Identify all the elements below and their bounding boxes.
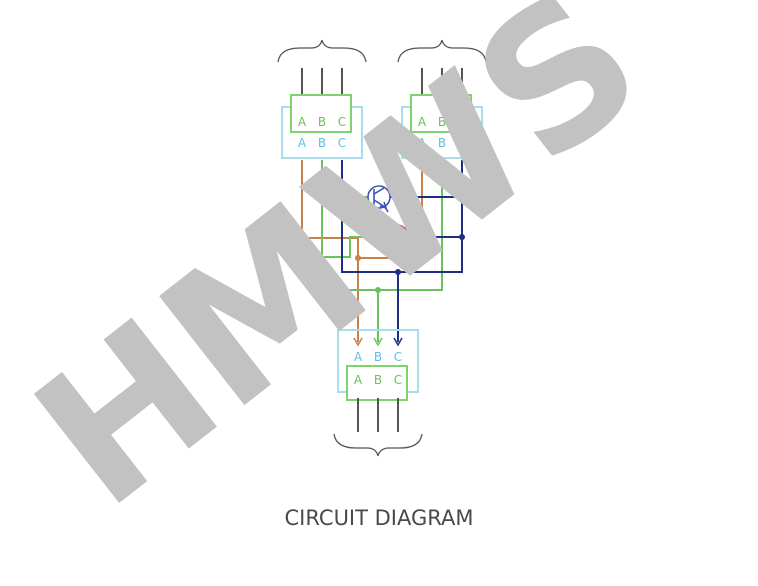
junction-dot [355,255,361,261]
transistor-icon-bottom [385,224,409,252]
junctions [319,194,465,293]
terminal-label-a: A [418,136,427,150]
transistor-icon-top [367,185,391,213]
terminal-label-a: A [298,115,307,129]
terminal-label-b: B [438,136,446,150]
wire-phase-b [322,236,386,258]
terminal-label-c: C [394,350,402,364]
junction-dot [459,234,465,240]
terminal-block-top-left: A B C A B C [277,39,367,159]
terminal-label-a: A [418,115,427,129]
watermark: HMWS [0,0,680,549]
terminal-box-inner [410,94,472,133]
wire-phase-b [321,160,379,342]
terminal-label-c: C [338,115,346,129]
terminal-label-b: B [318,115,326,129]
cable-brace-top-right [397,39,487,63]
wire-phase-b [378,160,443,291]
junction-dot [375,287,381,293]
terminal-label-c: C [458,136,466,150]
arrow-phase-b [373,337,383,347]
wire-phase-a [358,160,423,259]
terminal-label-c: C [394,373,402,387]
junction-dot [319,194,325,200]
terminal-block-top-right: A B C A B C [397,39,487,159]
arrow-phase-c [393,337,403,347]
arrow-phase-a [353,337,363,347]
terminal-label-b: B [374,350,382,364]
cable-brace-bottom [333,433,423,457]
terminal-label-b: B [318,136,326,150]
terminal-label-c: C [458,115,466,129]
terminal-box-inner [290,94,352,133]
junction-dot [459,194,465,200]
diagram-caption: CIRCUIT DIAGRAM [285,506,474,530]
terminal-label-b: B [374,373,382,387]
junction-dot [395,269,401,275]
wire-phase-c [341,160,399,342]
terminal-label-c: C [338,136,346,150]
terminal-label-b: B [438,115,446,129]
terminal-box-inner [346,365,408,401]
terminal-label-a: A [354,373,363,387]
cable-brace-top-left [277,39,367,63]
terminal-label-a: A [298,136,307,150]
terminal-label-a: A [354,350,363,364]
terminal-block-bottom: A B C A B C [333,329,423,457]
